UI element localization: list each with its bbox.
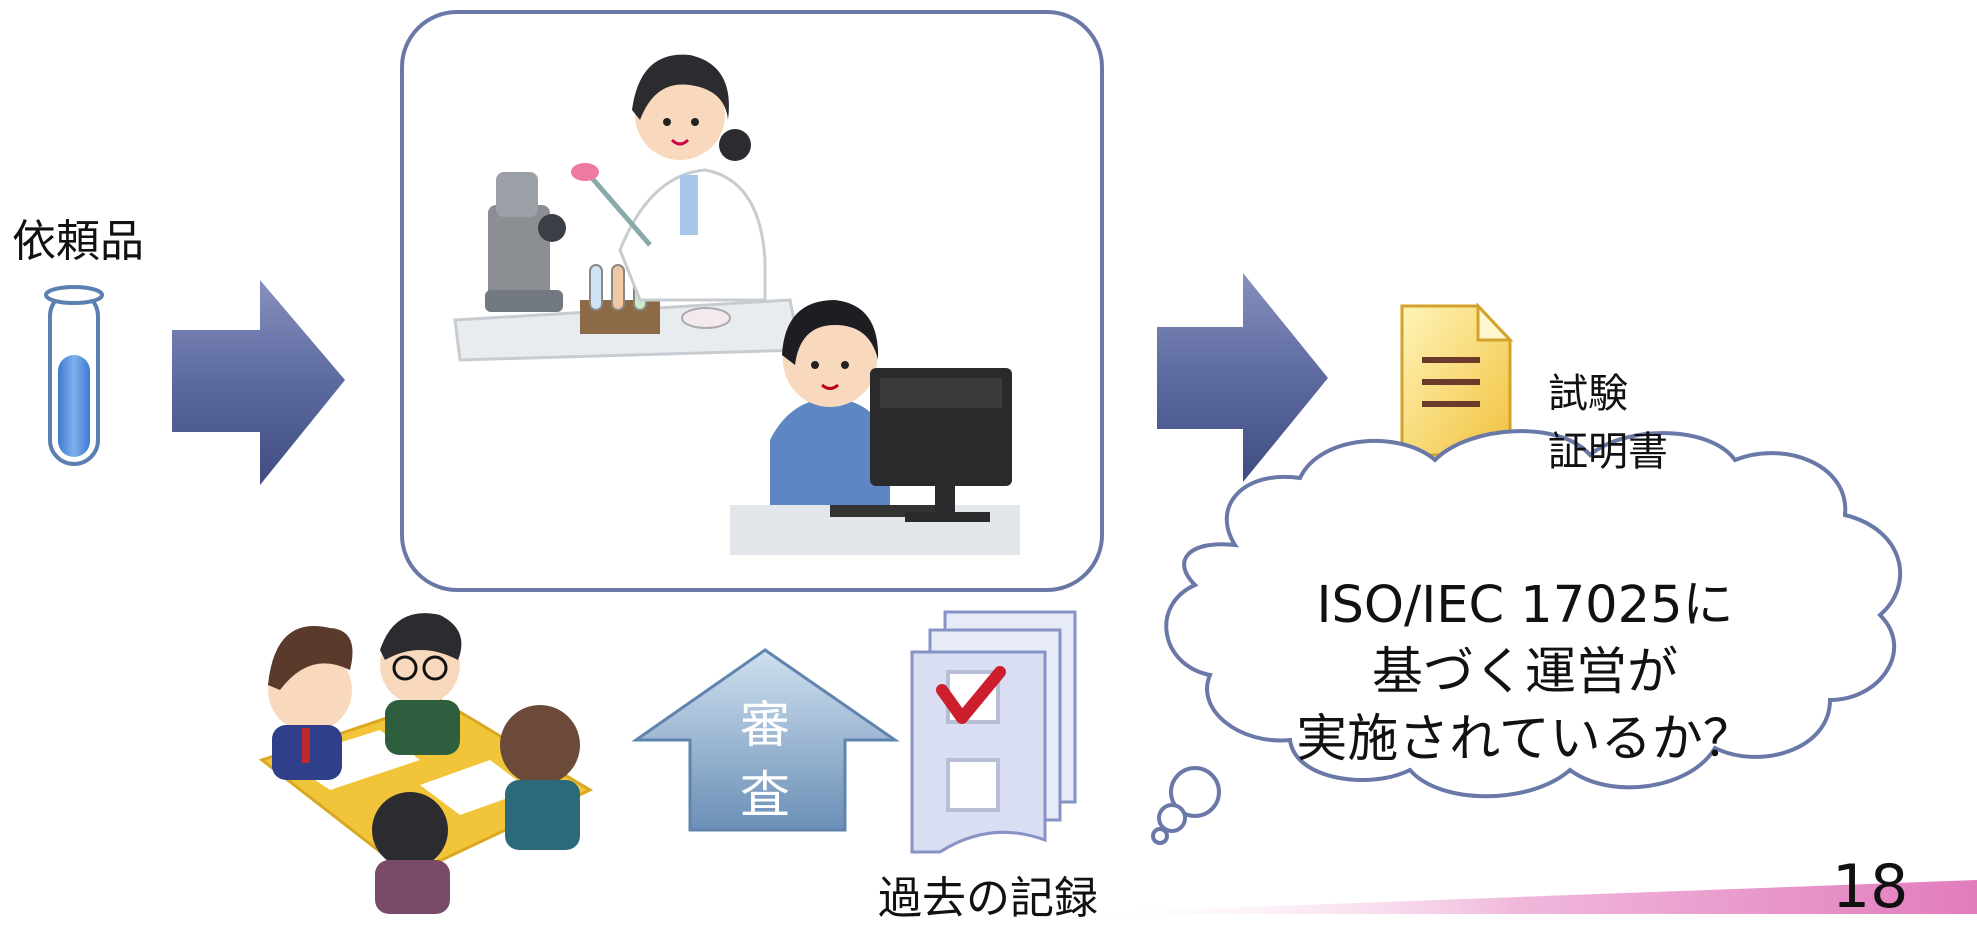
thought-line2: 基づく運営が — [1371, 643, 1678, 702]
page-number: 18 — [1832, 852, 1909, 922]
sample-label: 依頼品 — [12, 216, 144, 267]
flow-arrow-2 — [1157, 273, 1328, 482]
certificate-label: 試験 証明書 — [1548, 365, 1668, 481]
certificate-label-line1: 試験 — [1548, 371, 1628, 417]
records-icon — [910, 610, 1077, 854]
certificate-icon — [1400, 302, 1514, 457]
thought-cloud — [1151, 429, 1903, 845]
review-label-line2: 査 — [740, 766, 790, 824]
thought-line1: ISO/IEC 17025に — [1316, 576, 1734, 635]
test-tube-icon — [44, 285, 104, 466]
records-label: 過去の記録 — [878, 873, 1098, 924]
review-arrow — [631, 648, 900, 832]
thought-text: ISO/IEC 17025に 基づく運営が 実施されているか？ — [1245, 572, 1805, 773]
scientist-illustration — [453, 54, 802, 362]
bottom-band — [1060, 880, 1977, 914]
review-label: 審 査 — [715, 690, 815, 830]
certificate-label-line2: 証明書 — [1548, 429, 1668, 475]
meeting-illustration — [258, 613, 594, 914]
flow-arrow-1 — [172, 280, 345, 485]
thought-line3: 実施されているか？ — [1296, 710, 1754, 769]
review-label-line1: 審 — [740, 696, 790, 754]
worker-illustration — [730, 300, 1020, 555]
